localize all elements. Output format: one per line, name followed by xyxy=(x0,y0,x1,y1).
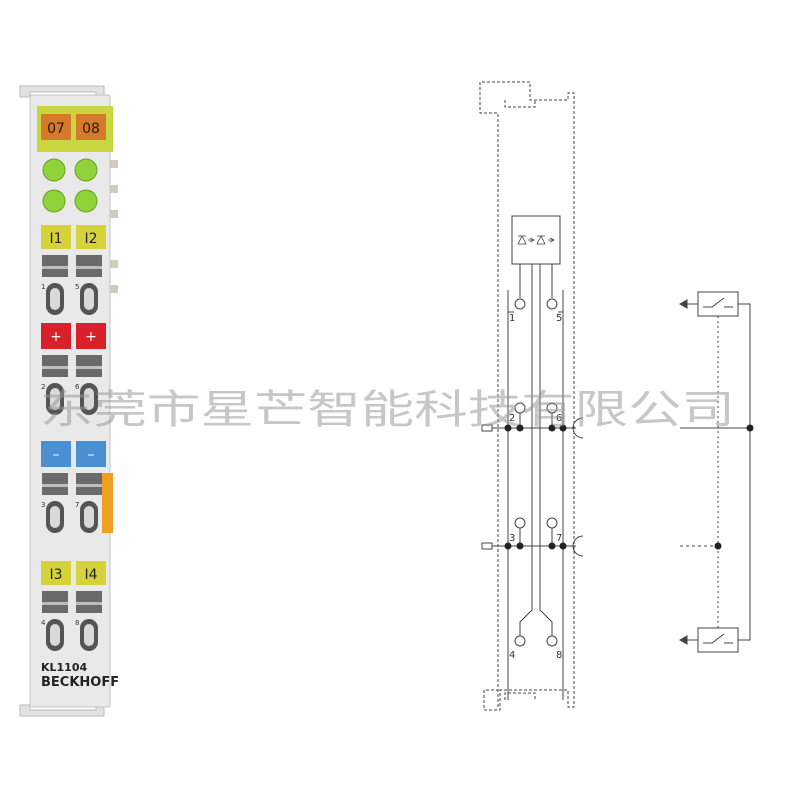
junction-dot xyxy=(548,542,556,550)
switch-box-bottom xyxy=(697,627,739,653)
terminal-row-4-8 xyxy=(42,591,102,651)
side-contact xyxy=(110,210,118,218)
model-label: KL1104 xyxy=(41,661,87,674)
side-contact xyxy=(110,285,118,293)
housing-inner-dash xyxy=(504,100,536,108)
status-led-2 xyxy=(74,158,98,182)
terminal-row-1-5 xyxy=(42,255,102,315)
junction-dot xyxy=(504,542,512,550)
side-contact xyxy=(110,185,118,193)
junction-dot xyxy=(504,424,512,432)
schem-num-5: 5 xyxy=(556,313,562,324)
minus-label-2: – xyxy=(88,447,95,463)
terminal-number-8: 8 xyxy=(75,619,79,627)
terminal-5 xyxy=(546,298,558,310)
terminal-module: 07 08 I1 I2 1 5 + + xyxy=(19,85,119,717)
junction-dot xyxy=(548,424,556,432)
junction-dot xyxy=(516,424,524,432)
junction-dot xyxy=(559,542,567,550)
terminal-row-2-6 xyxy=(42,355,102,415)
switch-contact-bottom xyxy=(703,633,733,644)
junction-dot xyxy=(559,424,567,432)
plus-label-1: + xyxy=(50,329,62,345)
housing-outline xyxy=(479,81,575,711)
label-i2: I2 xyxy=(84,231,97,247)
watermark: 东莞市星芒智能科技有限公司 xyxy=(40,387,735,433)
terminal-8 xyxy=(546,635,558,647)
schem-num-8: 8 xyxy=(556,650,562,661)
terminal-number-3: 3 xyxy=(41,501,45,509)
terminal-row-3-7 xyxy=(42,473,102,533)
status-led-1 xyxy=(42,158,66,182)
plus-label-bg-2 xyxy=(76,323,106,349)
junction-dot xyxy=(516,542,524,550)
conductor-d xyxy=(539,264,553,636)
bus-contact-minus xyxy=(481,542,493,550)
schematic-terminal-numbers: 1 5 2 6 3 7 4 8 xyxy=(509,313,562,661)
label-08-bg xyxy=(76,114,106,140)
plus-label-bg-1 xyxy=(41,323,71,349)
terminal-number-5: 5 xyxy=(75,283,79,291)
status-led-3 xyxy=(42,189,66,213)
label-i1-bg xyxy=(41,225,71,249)
terminal-number-7: 7 xyxy=(75,501,79,509)
housing-inner-dash-bottom xyxy=(504,692,536,700)
conductor-c xyxy=(519,264,533,636)
arrow-icon xyxy=(678,299,688,309)
label-i1: I1 xyxy=(49,231,62,247)
terminal-7 xyxy=(546,517,558,529)
arrow-icon xyxy=(678,635,688,645)
side-contact xyxy=(110,160,118,168)
bus-contact-right-plus xyxy=(572,417,584,439)
schem-num-7: 7 xyxy=(556,533,562,544)
terminal-3 xyxy=(514,517,526,529)
terminal-number-4: 4 xyxy=(41,619,46,627)
junction-dot xyxy=(714,542,722,550)
brand-label: BECKHOFF xyxy=(41,675,119,690)
terminal-number-2: 2 xyxy=(41,383,45,391)
terminal-4 xyxy=(514,635,526,647)
internal-schematic xyxy=(479,81,584,711)
release-tab[interactable] xyxy=(102,473,113,533)
minus-label-bg-2 xyxy=(76,441,106,467)
label-i4-bg xyxy=(76,561,106,585)
side-contact xyxy=(110,260,118,268)
label-07: 07 xyxy=(47,121,65,137)
label-i4: I4 xyxy=(84,567,97,583)
schem-num-1: 1 xyxy=(509,313,515,324)
bus-contact-right-minus xyxy=(572,535,584,557)
junction-dot xyxy=(746,424,754,432)
terminal-number-1: 1 xyxy=(41,283,45,291)
bus-contact-plus xyxy=(481,424,493,432)
label-i3-bg xyxy=(41,561,71,585)
sensor-wiring xyxy=(678,291,754,653)
terminal-1 xyxy=(514,298,526,310)
terminal-number-6: 6 xyxy=(75,383,80,391)
label-07-bg xyxy=(41,114,71,140)
label-i3: I3 xyxy=(49,567,62,583)
label-i2-bg xyxy=(76,225,106,249)
schem-num-2: 2 xyxy=(509,413,515,424)
label-08: 08 xyxy=(82,121,100,137)
plus-label-2: + xyxy=(85,329,97,345)
minus-label-1: – xyxy=(53,447,60,463)
schem-num-4: 4 xyxy=(509,650,515,661)
minus-label-bg-1 xyxy=(41,441,71,467)
schem-num-6: 6 xyxy=(556,413,562,424)
status-led-4 xyxy=(74,189,98,213)
schem-num-3: 3 xyxy=(509,533,515,544)
supply-line-top xyxy=(738,303,751,641)
switch-contact-top xyxy=(703,297,733,308)
switch-box-top xyxy=(697,291,739,317)
optocoupler-icon xyxy=(517,235,555,245)
